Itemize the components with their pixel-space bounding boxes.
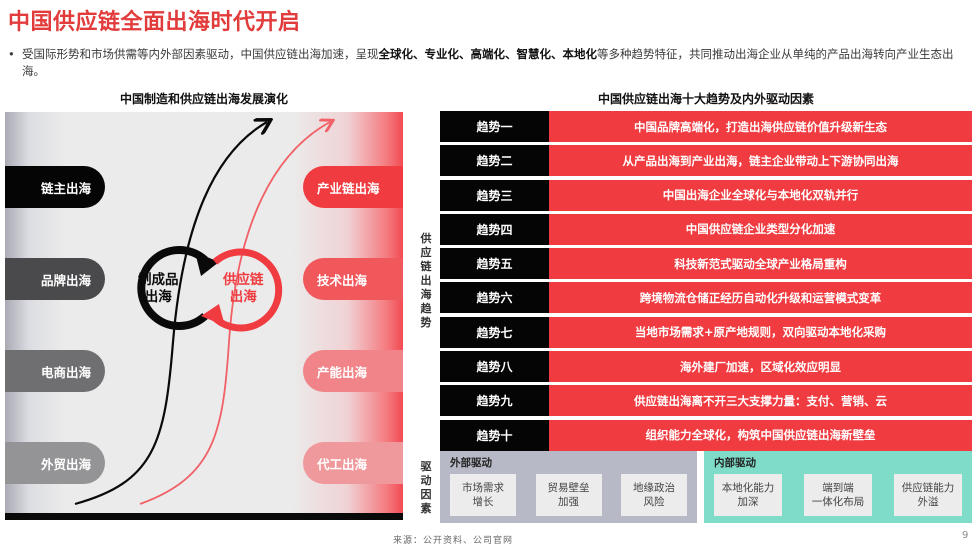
trend-row: 趋势二从产品出海到产业出海，链主企业带动上下游协同出海 xyxy=(440,145,972,177)
stage-label: 代工出海 xyxy=(317,456,368,472)
stage-label: 链主出海 xyxy=(40,180,91,196)
page-title: 中国供应链全面出海时代开启 xyxy=(8,10,301,35)
internal-drivers-panel: 内部驱动 本地化能力 加深 端到端 一体化布局 供应链能力 外溢 xyxy=(704,451,972,523)
evolution-diagram: 链主出海 品牌出海 电商出海 外贸出海 产业链出海 技术出海 产能出海 代工出海… xyxy=(5,112,403,520)
evolution-heading: 中国制造和供应链出海发展演化 xyxy=(119,92,288,106)
intro-text: 受国际形势和市场供需等内外部因素驱动，中国供应链出海加速，呈现全球化、专业化、高… xyxy=(22,46,968,80)
evolution-curves xyxy=(74,112,403,506)
trend-value: 供应链出海离不开三大支撑力量：支付、营销、云 xyxy=(549,385,972,417)
stage-label: 外贸出海 xyxy=(40,456,91,472)
intro-paragraph: • 受国际形势和市场供需等内外部因素驱动，中国供应链出海加速，呈现全球化、专业化… xyxy=(8,46,968,80)
stage-label: 产业链出海 xyxy=(317,180,380,196)
trend-key: 趋势五 xyxy=(440,248,549,280)
driver-item: 本地化能力 加深 xyxy=(714,474,782,516)
driver-item: 市场需求 增长 xyxy=(450,474,516,516)
trend-value: 海外建厂加速，区域化效应明显 xyxy=(549,351,972,383)
stage-pill-brand: 品牌出海 xyxy=(5,258,105,300)
trend-row: 趋势三中国出海企业全球化与本地化双轨并行 xyxy=(440,179,972,211)
trend-value: 跨境物流仓储正经历自动化升级和运营模式变革 xyxy=(549,282,972,314)
stage-pill-industry-chain: 产业链出海 xyxy=(303,166,403,208)
trends-table: 趋势一中国品牌高端化，打造出海供应链价值升级新生态 趋势二从产品出海到产业出海，… xyxy=(440,111,972,454)
trend-value: 中国品牌高端化，打造出海供应链价值升级新生态 xyxy=(549,111,972,142)
trend-key: 趋势九 xyxy=(440,385,549,417)
cycle-label-supply-chain: 供应链 出海 xyxy=(223,272,264,305)
stage-pill-chain-leader: 链主出海 xyxy=(5,166,105,208)
trend-value: 当地市场需求+原产地规则，双向驱动本地化采购 xyxy=(549,316,972,348)
trend-key: 趋势七 xyxy=(440,316,549,348)
cycle-arc-red xyxy=(212,248,283,332)
stage-pill-trade: 外贸出海 xyxy=(5,442,105,484)
trend-key: 趋势十 xyxy=(440,419,549,451)
external-drivers-list: 市场需求 增长 贸易壁垒 加强 地缘政治 风险 xyxy=(450,474,687,516)
intro-highlight: 全球化、专业化、高端化、智慧化、本地化 xyxy=(378,47,598,61)
internal-drivers-list: 本地化能力 加深 端到端 一体化布局 供应链能力 外溢 xyxy=(714,474,962,516)
trend-key: 趋势二 xyxy=(440,145,549,177)
source-note: 来源：公开资料、公司官网 xyxy=(393,536,514,546)
stage-label: 技术出海 xyxy=(317,272,368,288)
supply-chain-export-curve xyxy=(139,122,330,505)
trend-value: 中国供应链企业类型分化加速 xyxy=(549,213,972,245)
trend-row: 趋势七当地市场需求+原产地规则，双向驱动本地化采购 xyxy=(440,316,972,348)
trend-value: 从产品出海到产业出海，链主企业带动上下游协同出海 xyxy=(549,145,972,177)
stage-label: 产能出海 xyxy=(317,364,368,380)
cycle-label-products: 制成品 出海 xyxy=(138,272,179,305)
baseline-bar xyxy=(5,513,403,520)
stage-label: 电商出海 xyxy=(40,364,91,380)
page-number: 9 xyxy=(962,530,969,541)
trend-key: 趋势四 xyxy=(440,213,549,245)
driver-item: 端到端 一体化布局 xyxy=(804,474,872,516)
trends-vertical-label: 供应链出海趋势 xyxy=(420,232,432,329)
trend-value: 组织能力全球化，构筑中国供应链出海新壁垒 xyxy=(549,419,972,451)
trend-row: 趋势九供应链出海离不开三大支撑力量：支付、营销、云 xyxy=(440,385,972,417)
stage-pill-ecommerce: 电商出海 xyxy=(5,350,105,392)
trend-row: 趋势八海外建厂加速，区域化效应明显 xyxy=(440,351,972,383)
drivers-vertical-label: 驱动因素 xyxy=(420,460,432,515)
intro-segment: 受国际形势和市场供需等内外部因素驱动，中国供应链出海加速，呈现 xyxy=(22,47,379,61)
trend-key: 趋势八 xyxy=(440,351,549,383)
intro-segment: 等多种趋势特征，共同推动出海企业从单纯的产品出海转向产业生态出海。 xyxy=(22,47,954,78)
stage-pill-technology: 技术出海 xyxy=(303,258,403,300)
trend-key: 趋势六 xyxy=(440,282,549,314)
driver-item: 贸易壁垒 加强 xyxy=(535,474,602,516)
stage-pill-capacity: 产能出海 xyxy=(303,350,403,392)
cycle-arrowhead-red xyxy=(201,304,225,326)
trend-row: 趋势一中国品牌高端化，打造出海供应链价值升级新生态 xyxy=(440,111,972,142)
cycle-arc-black xyxy=(137,246,208,330)
trend-key: 趋势一 xyxy=(440,111,549,142)
driver-item: 供应链能力 外溢 xyxy=(894,474,962,516)
trend-row: 趋势十组织能力全球化，构筑中国供应链出海新壁垒 xyxy=(440,419,972,451)
external-drivers-title: 外部驱动 xyxy=(450,457,492,469)
trend-key: 趋势三 xyxy=(440,179,549,211)
stage-label: 品牌出海 xyxy=(40,272,91,288)
driver-item: 地缘政治 风险 xyxy=(621,474,687,516)
product-export-curve xyxy=(74,122,267,506)
cycle-arrowhead-black xyxy=(195,252,219,276)
external-drivers-panel: 外部驱动 市场需求 增长 贸易壁垒 加强 地缘政治 风险 xyxy=(440,451,697,523)
trend-row: 趋势四中国供应链企业类型分化加速 xyxy=(440,213,972,245)
stage-pill-oem: 代工出海 xyxy=(303,442,403,484)
trend-row: 趋势六跨境物流仓储正经历自动化升级和运营模式变革 xyxy=(440,282,972,314)
trend-value: 科技新范式驱动全球产业格局重构 xyxy=(549,248,972,280)
bullet-icon: • xyxy=(8,47,15,61)
trend-row: 趋势五科技新范式驱动全球产业格局重构 xyxy=(440,248,972,280)
internal-drivers-title: 内部驱动 xyxy=(714,457,756,469)
trend-value: 中国出海企业全球化与本地化双轨并行 xyxy=(549,179,972,211)
trends-heading: 中国供应链出海十大趋势及内外驱动因素 xyxy=(597,92,814,106)
